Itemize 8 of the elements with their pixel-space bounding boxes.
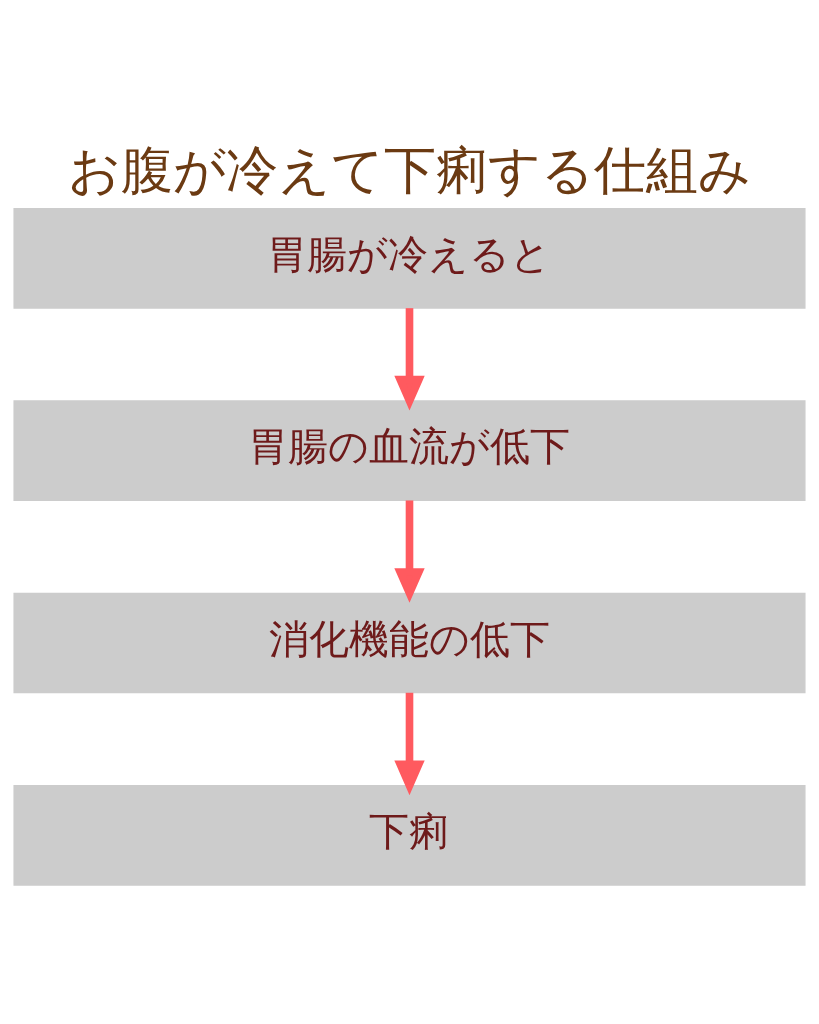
arrow <box>394 307 425 411</box>
arrow <box>394 692 425 795</box>
arrow <box>394 499 425 603</box>
node-box: 下痢 <box>13 784 806 886</box>
node-box: 胃腸の血流が低下 <box>13 399 806 501</box>
node-box: 胃腸が冷えると <box>13 207 806 309</box>
diagram-title: お腹が冷えて下痢する仕組み <box>68 139 751 200</box>
node-box: 消化機能の低下 <box>13 592 806 693</box>
